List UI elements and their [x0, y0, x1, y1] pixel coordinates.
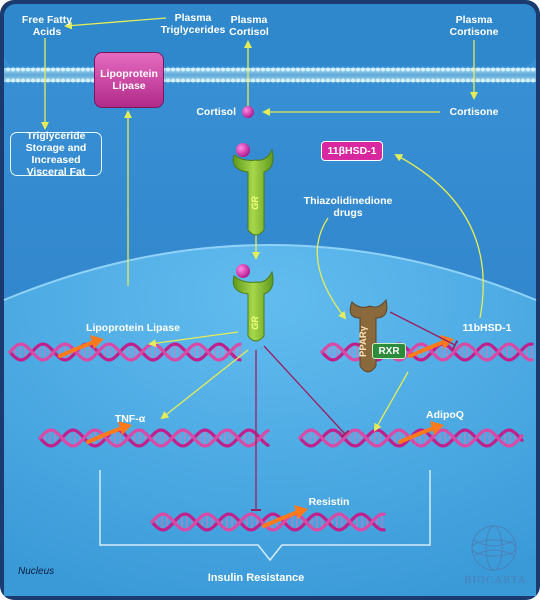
cortisol-bound-nuclear: [236, 264, 250, 278]
plasma-cortisone-label: Plasma Cortisone: [449, 14, 499, 38]
dna-tnf: [38, 421, 270, 448]
free-fatty-acids-label: Free Fatty Acids: [21, 14, 73, 38]
hsd-enzyme-box: 11βHSD-1: [321, 141, 383, 161]
gr-receptor-nucleus: [232, 270, 274, 342]
gr-receptor-cytoplasm: [232, 148, 274, 236]
lipoprotein-lipase-gene-label: Lipoprotein Lipase: [86, 322, 180, 334]
biocarta-logo-icon: [471, 525, 517, 571]
transcript-arrow-icon: [408, 340, 446, 358]
hsd-gene-label: 11bHSD-1: [462, 322, 512, 334]
transcript-arrow-icon: [262, 510, 300, 528]
gr-label-cytoplasm: GR: [249, 196, 260, 210]
nucleus-label: Nucleus: [18, 566, 55, 577]
insulin-resistance-label: Insulin Resistance: [207, 572, 305, 584]
ppar-label: PPARγ: [357, 326, 369, 357]
gr-label-nucleus: GR: [249, 316, 260, 330]
adipoq-label: AdipoQ: [426, 409, 464, 421]
cortisol-molecule: [242, 106, 254, 118]
plasma-cortisol-label: Plasma Cortisol: [229, 14, 269, 38]
transcript-arrow-icon: [398, 426, 436, 444]
triglyceride-storage-box: Triglyceride Storage and Increased Visce…: [10, 130, 102, 178]
thiazolidinedione-label: Thiazolidinedione drugs: [303, 195, 393, 219]
cortisol-label: Cortisol: [196, 106, 236, 118]
transcript-arrow-icon: [58, 340, 96, 358]
ppar-receptor: [349, 298, 388, 373]
plasma-triglycerides-label: Plasma Triglycerides: [160, 12, 226, 36]
tnf-label: TNF-α: [114, 413, 146, 425]
resistin-label: Resistin: [308, 496, 350, 508]
dna-adipoq: [298, 421, 524, 448]
lipoprotein-lipase-enzyme: Lipoprotein Lipase: [94, 52, 164, 108]
cortisol-bound-top: [236, 143, 250, 157]
cortisone-label: Cortisone: [449, 106, 499, 118]
dna-resistin: [150, 505, 386, 532]
biocarta-logo-text: BIOCARTA: [464, 574, 527, 586]
transcript-arrow-icon: [86, 426, 124, 444]
dna-lipoprotein-lipase: [8, 335, 242, 362]
rxr-box: RXR: [372, 343, 406, 359]
